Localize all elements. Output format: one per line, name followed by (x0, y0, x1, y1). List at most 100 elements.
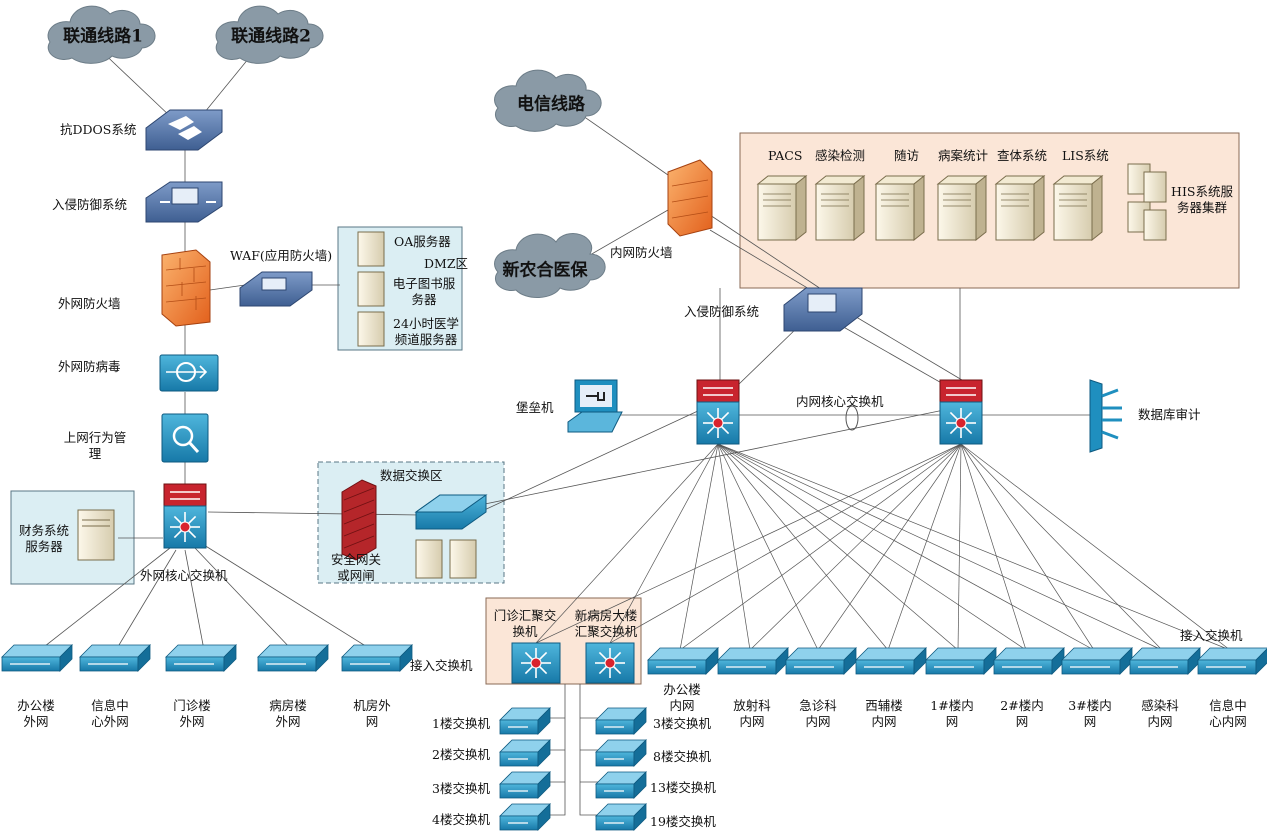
access-right-label: 接入交换机 (1180, 628, 1243, 643)
cloud-label-telecom: 电信线路 (517, 94, 585, 115)
switch-icon (499, 739, 551, 767)
core-fanout (535, 443, 1231, 651)
switch-icon (1129, 647, 1201, 675)
aggregation-switch-icon (585, 642, 635, 684)
cloud-icon (47, 5, 606, 298)
switch-icon (499, 771, 551, 799)
server-icon (1052, 174, 1104, 242)
switch-icon (855, 647, 927, 675)
server-label: 感染检测 (815, 148, 866, 163)
clinic-floor-label: 2楼交换机 (432, 747, 490, 762)
firewall-icon (161, 249, 211, 327)
his-label: HIS系统服 务器集群 (1171, 184, 1233, 215)
server-label: 随访 (894, 148, 920, 163)
switch-icon (717, 647, 789, 675)
access-right-item: 西辅楼 内网 (865, 698, 903, 729)
clinic-agg-label: 门诊汇聚交 换机 (493, 608, 557, 639)
switch-icon (414, 494, 488, 530)
access-right-item: 办公楼 内网 (663, 682, 701, 713)
switch-icon (595, 803, 647, 831)
inner-ips-label: 入侵防御系统 (684, 304, 760, 319)
switch-icon (257, 644, 329, 672)
switch-icon (499, 707, 551, 735)
switch-icon (1061, 647, 1133, 675)
server-icon (936, 174, 988, 242)
cloud-label-ncms: 新农合医保 (502, 260, 588, 281)
switch-icon (341, 644, 413, 672)
ward-floor-label: 8楼交换机 (653, 749, 711, 764)
clinic-floor-label: 1楼交换机 (432, 716, 490, 731)
exchange-zone-label: 数据交换区 (380, 468, 443, 483)
switch-icon (1197, 647, 1267, 675)
access-right-item: 2#楼内 网 (1000, 698, 1044, 729)
switch-icon (993, 647, 1065, 675)
server-icon (77, 509, 115, 561)
access-left-item: 信息中 心外网 (91, 698, 129, 729)
outer-core-label: 外网核心交换机 (140, 568, 228, 583)
access-right-item: 放射科 内网 (733, 698, 771, 729)
access-left-item: 办公楼 外网 (17, 698, 55, 729)
bastion-host-icon (567, 379, 623, 433)
cloud-label-unicom1: 联通线路1 (63, 26, 143, 47)
db-audit-label: 数据库审计 (1138, 407, 1201, 422)
dmz-library-label: 电子图书服 务器 (392, 276, 456, 307)
ward-agg-label: 新病房大楼 汇聚交换机 (574, 608, 638, 639)
access-left-item: 病房楼 外网 (269, 698, 307, 729)
access-left-item: 门诊楼 外网 (173, 698, 211, 729)
dmz-oa-label: OA服务器 (394, 234, 451, 249)
core-switch-icon (163, 483, 207, 549)
dmz-zone-label: DMZ区 (424, 256, 469, 271)
switch-icon (79, 644, 151, 672)
inner-firewall-label: 内网防火墙 (610, 245, 673, 260)
access-right-item: 3#楼内 网 (1068, 698, 1112, 729)
antivirus-icon (159, 354, 219, 392)
server-icon (874, 174, 926, 242)
core-switch-icon (696, 379, 740, 445)
access-right-item: 信息中 心内网 (1209, 698, 1247, 729)
antivirus-label: 外网防病毒 (58, 359, 121, 374)
server-label: PACS (768, 148, 803, 163)
server-label: 查体系统 (997, 148, 1048, 163)
ips-icon (145, 181, 223, 223)
waf-label: WAF(应用防火墙) (230, 248, 333, 263)
clinic-floor-label: 4楼交换机 (432, 812, 490, 827)
bastion-label: 堡垒机 (516, 400, 554, 415)
cloud-label-unicom2: 联通线路2 (231, 26, 311, 47)
firewall-icon (667, 159, 713, 237)
server-label: 病案统计 (938, 148, 989, 163)
security-gateway-icon (341, 479, 377, 561)
switch-icon (785, 647, 857, 675)
ward-floor-label: 3楼交换机 (653, 716, 711, 731)
core-switch-icon (939, 379, 983, 445)
finance-label: 财务系统 服务器 (18, 523, 70, 554)
clinic-floor-label: 3楼交换机 (432, 781, 490, 796)
server-icon (756, 174, 808, 242)
switch-icon (647, 647, 719, 675)
anti-ddos-icon (145, 109, 223, 151)
server-icon (994, 174, 1046, 242)
access-right-item: 1#楼内 网 (930, 698, 974, 729)
access-left-label: 接入交换机 (410, 658, 473, 673)
switch-icon (595, 771, 647, 799)
dmz-channel-label: 24小时医学 频道服务器 (393, 316, 459, 347)
server-label: LIS系统 (1062, 148, 1109, 163)
aggregation-switch-icon (511, 642, 561, 684)
ward-floor-label: 13楼交换机 (650, 780, 716, 795)
behavior-management-icon (161, 413, 209, 463)
database-audit-icon (1089, 379, 1122, 453)
outer-firewall-label: 外网防火墙 (58, 296, 121, 311)
access-right-item: 急诊科 内网 (799, 698, 837, 729)
ips-label: 入侵防御系统 (52, 197, 128, 212)
anti-ddos-label: 抗DDOS系统 (60, 122, 137, 137)
server-icon (415, 539, 477, 579)
ward-floor-label: 19楼交换机 (650, 814, 716, 829)
waf-icon (239, 271, 313, 307)
server-icon (814, 174, 866, 242)
his-server-cluster-icon (1127, 163, 1167, 241)
switch-icon (595, 739, 647, 767)
switch-icon (165, 644, 237, 672)
links (39, 41, 1090, 651)
switch-icon (595, 707, 647, 735)
inner-core-label: 内网核心交换机 (796, 394, 884, 409)
